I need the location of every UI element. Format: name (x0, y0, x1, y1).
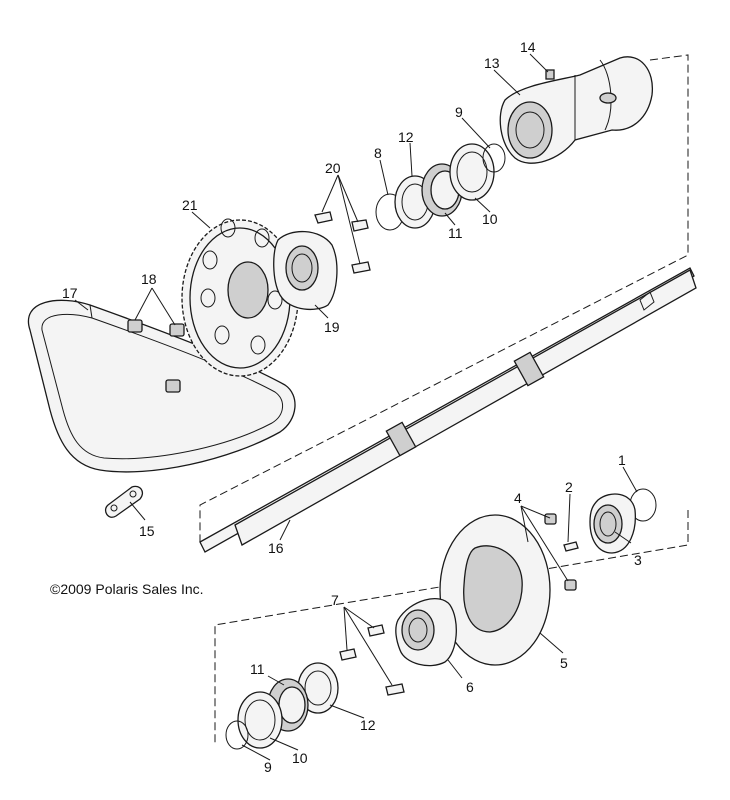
part-6-hub[interactable] (395, 598, 457, 667)
callout-9-bottom: 9 (264, 759, 272, 775)
callout-1: 1 (618, 452, 626, 468)
callout-12-bottom: 12 (360, 717, 376, 733)
callout-6: 6 (466, 679, 474, 695)
part-13-bearing-housing[interactable] (499, 56, 654, 164)
callout-3: 3 (634, 552, 642, 568)
part-18-nuts[interactable] (127, 319, 185, 393)
copyright-text: ©2009 Polaris Sales Inc. (50, 581, 204, 597)
part-14-grease-fitting[interactable] (545, 69, 555, 80)
part-9-oring-top[interactable] (482, 143, 506, 173)
part-7-bolts[interactable] (339, 624, 405, 696)
callout-10-bottom: 10 (292, 750, 308, 766)
callout-5: 5 (560, 655, 568, 671)
callout-9-top: 9 (455, 104, 463, 120)
callout-17: 17 (62, 285, 78, 301)
part-21-sprocket[interactable] (181, 218, 299, 377)
callout-11-top: 11 (448, 225, 463, 241)
callout-13: 13 (484, 55, 500, 71)
callout-14: 14 (520, 39, 536, 55)
part-3-brake-housing[interactable] (589, 493, 636, 554)
callout-19: 19 (324, 319, 340, 335)
part-5-brake-disc[interactable] (439, 514, 551, 666)
part-16-axle[interactable] (199, 267, 697, 553)
part-15-chain-link[interactable] (104, 485, 144, 518)
callout-labels: 1 2 3 4 5 6 7 8 9 10 11 12 13 14 15 16 1… (62, 39, 642, 775)
part-20-bolts[interactable] (314, 211, 371, 274)
callout-10-top: 10 (482, 211, 498, 227)
callout-21: 21 (182, 197, 198, 213)
callout-20: 20 (325, 160, 341, 176)
callout-11-bottom: 11 (250, 661, 265, 677)
callout-16: 16 (268, 540, 284, 556)
callout-4: 4 (514, 490, 522, 506)
leader-lines (74, 53, 638, 761)
part-17-drive-belt[interactable] (27, 299, 296, 473)
part-10-ring-bottom[interactable] (237, 691, 283, 749)
callout-12-top: 12 (398, 129, 414, 145)
callout-15: 15 (139, 523, 155, 539)
part-10-ring-top[interactable] (449, 143, 495, 201)
assembly-dash-lines (199, 54, 689, 745)
callout-7: 7 (331, 592, 339, 608)
callout-8: 8 (374, 145, 382, 161)
part-19-sprocket-hub[interactable] (273, 230, 338, 311)
callout-18: 18 (141, 271, 157, 287)
callout-2: 2 (565, 479, 573, 495)
part-2-pin[interactable] (563, 541, 579, 552)
part-9-oring-bottom[interactable] (225, 720, 249, 750)
